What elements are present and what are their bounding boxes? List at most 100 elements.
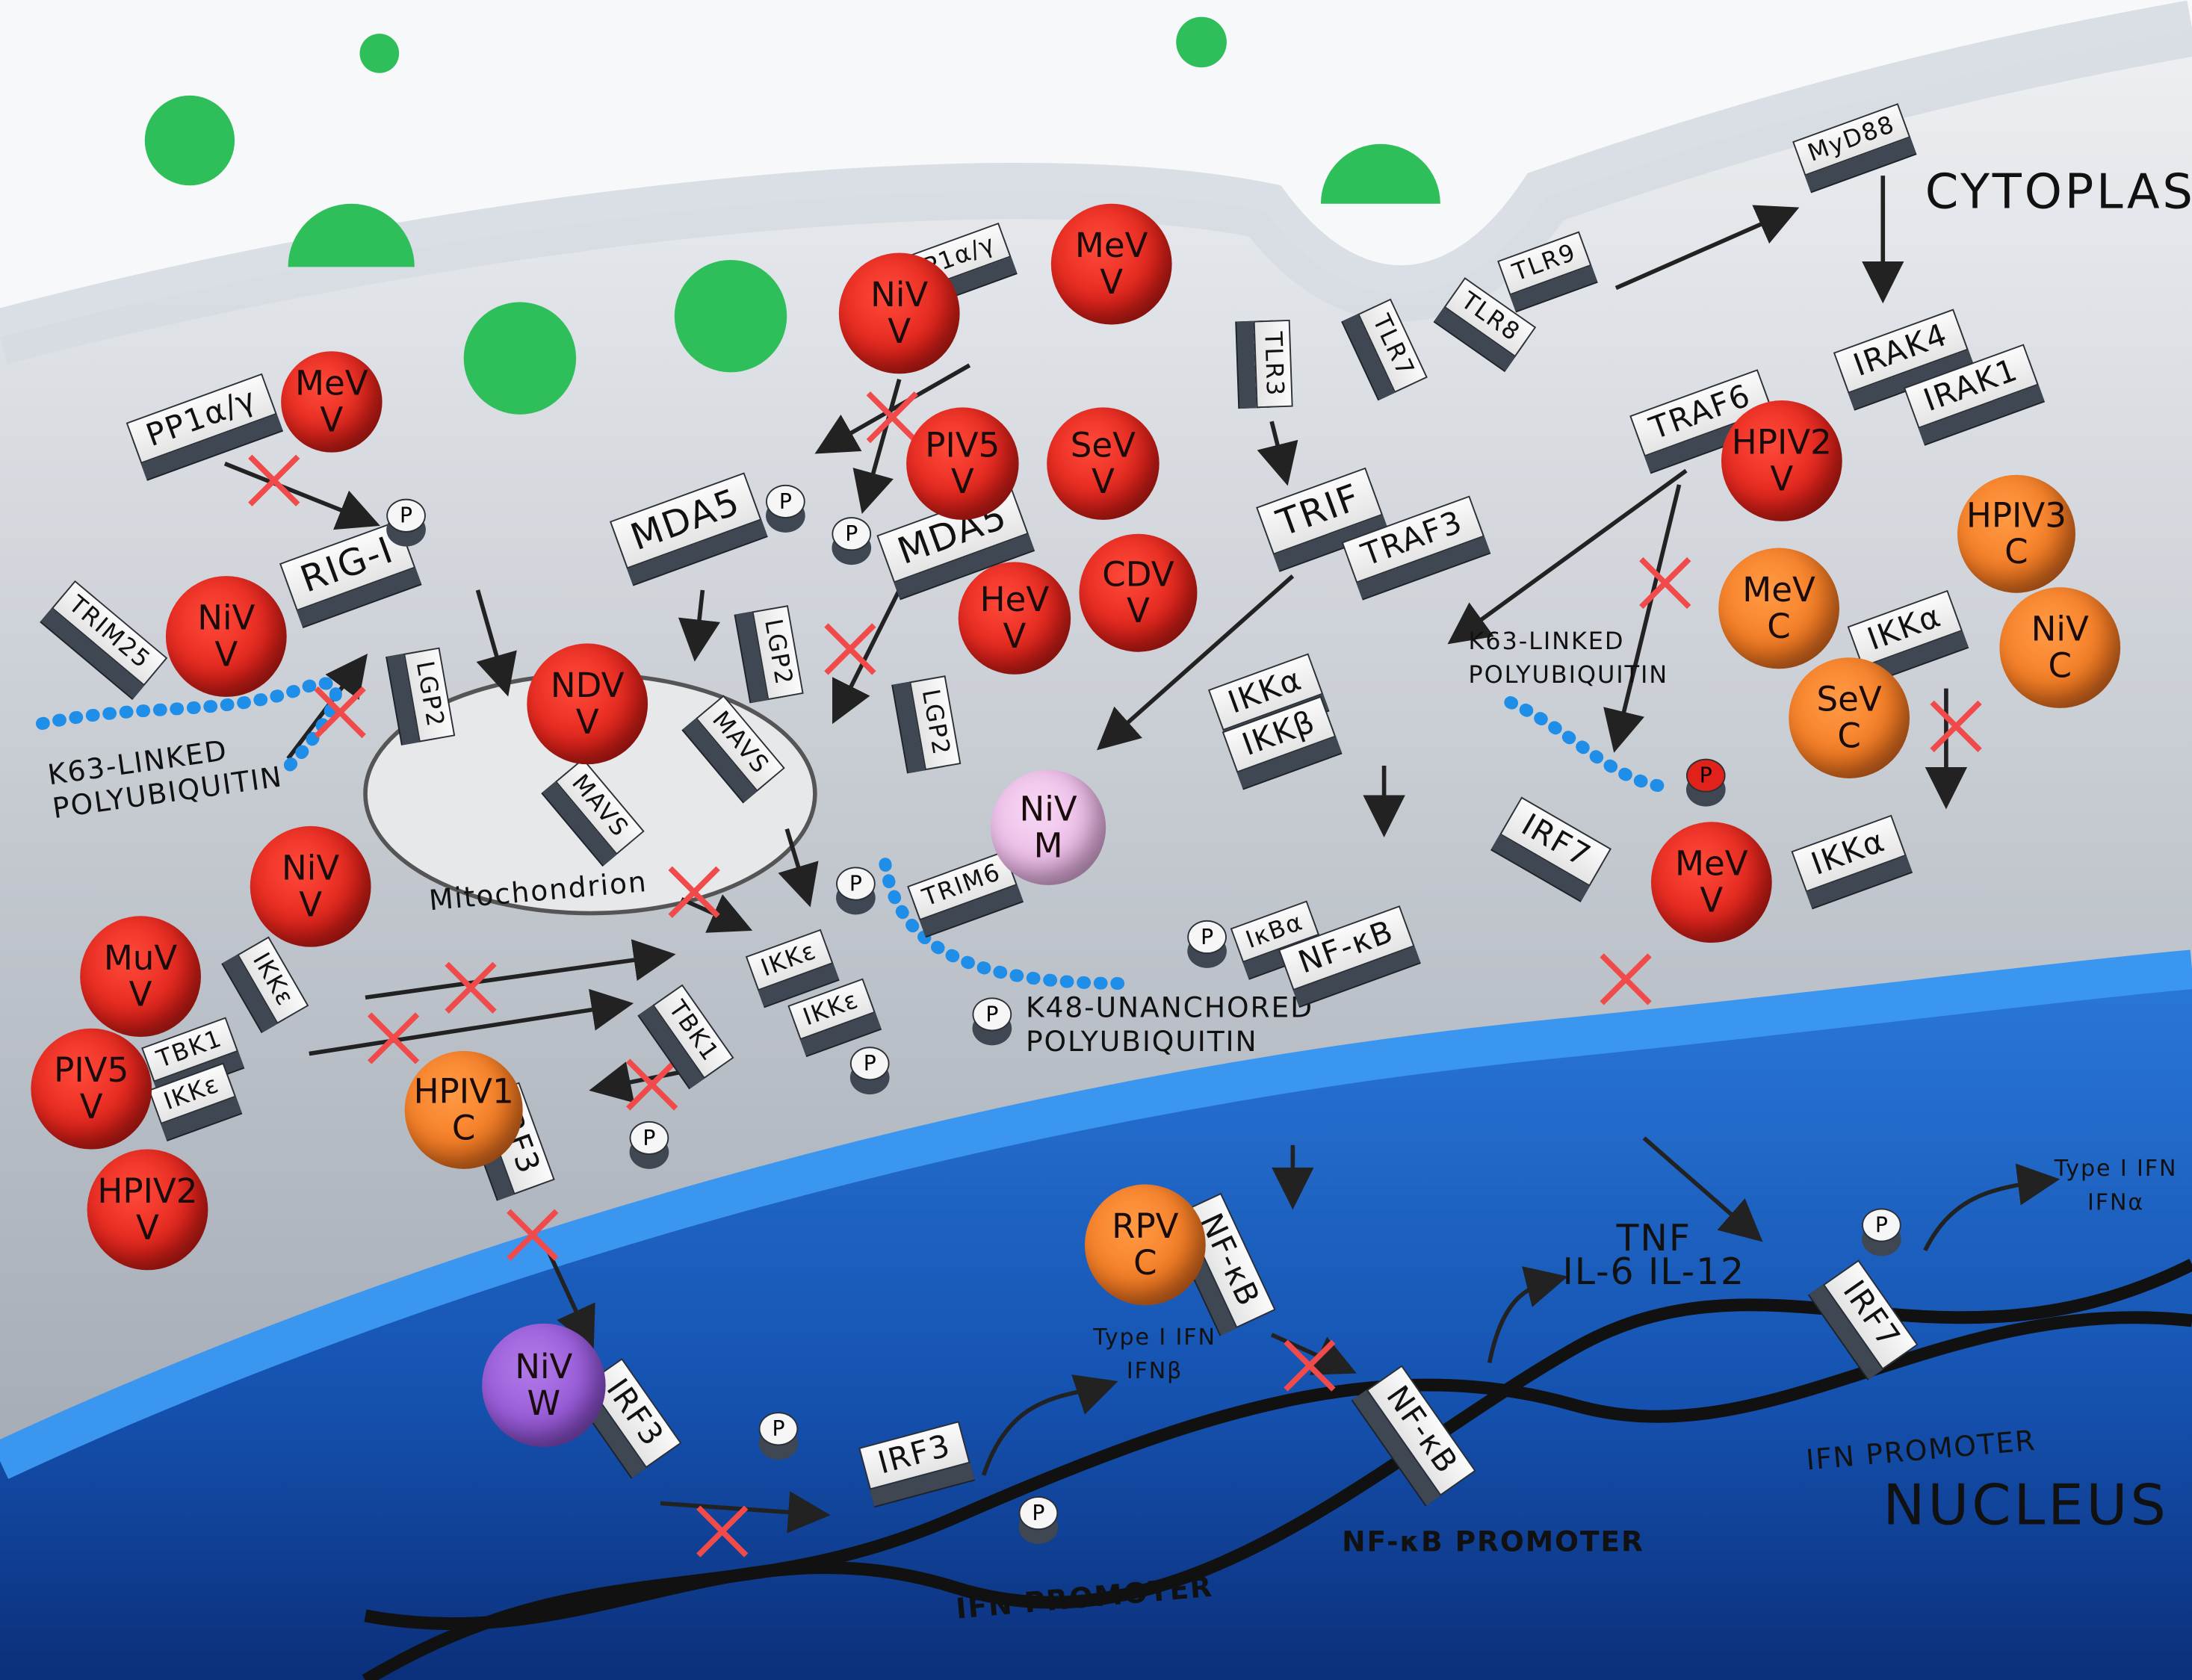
viral-protein-text: PIV5 [925,425,1000,465]
viral-protein-text: SeV [1070,425,1136,465]
viral-protein-text: MeV [1742,570,1815,610]
viral-protein-text: V [136,1208,159,1248]
inhibition-marks [248,391,1982,1557]
viral-protein-text: NiV [197,598,256,638]
viral-protein-text: M [1033,825,1063,866]
viral-protein-text: HPIV1 [413,1072,514,1112]
phospho-irf7-a: P [1685,758,1726,793]
viral-protein-text: C [451,1108,476,1148]
phospho-rigi: P [386,498,426,533]
phospho-trim6: P [836,867,876,901]
viral-protein-text: NiV [1019,790,1077,829]
ifn-beta-label: Type I IFN IFNβ [1093,1321,1216,1388]
viral-protein-text: PIV5 [54,1050,129,1091]
ubiquitin-chains [35,677,1679,991]
viral-protein-text: V [1100,262,1124,303]
viral-protein-text: NiV [870,275,929,315]
viral-protein-text: V [1126,591,1150,631]
ifn-beta-line2: IFNβ [1126,1357,1183,1384]
viral-protein-text: V [320,400,344,440]
nuclear-envelope [0,949,2192,1479]
viral-protein-text: V [299,884,323,925]
viral-protein-text: MeV [1675,844,1748,884]
viral-protein-text: HeV [979,580,1050,620]
viral-protein-text: C [1837,716,1861,756]
ifn-alpha-line2: IFNα [2087,1188,2145,1215]
viral-protein-text: HPIV2 [1731,423,1832,462]
viral-protein-text: RPV [1112,1206,1179,1247]
phospho-irf3-b: P [758,1412,799,1446]
viral-protein-text: C [1767,607,1791,647]
nucleus-label: NUCLEUS [1883,1473,2169,1539]
viral-protein-text: HPIV2 [97,1171,198,1212]
viral-protein-text: MuV [103,938,178,979]
k63-right-line1: K63-LINKED [1468,627,1625,657]
viral-protein-text: CDV [1102,554,1174,595]
viral-protein-text: V [575,702,599,743]
nucleus-region [0,969,2192,1680]
phospho-irf3-a: P [629,1120,669,1156]
pathogens [144,16,1440,415]
viral-protein-text: SeV [1816,680,1882,719]
viral-protein-text: V [888,311,911,352]
cytoplasm-label: CYTOPLASM [1925,164,2192,221]
phospho-tbk1: P [849,1047,890,1081]
viral-protein-text: HPIV3 [1966,495,2066,536]
ifn-beta-line1: Type I IFN [1093,1323,1216,1351]
k48-line2: POLYUBIQUITIN [1025,1024,1258,1058]
tnf-label: TNF [1616,1218,1691,1261]
ifn-alpha-line1: Type I IFN [2054,1155,2178,1182]
viral-protein-text: C [1133,1243,1157,1283]
nfkb-promoter-label: NF-κB PROMOTER [1342,1524,1644,1558]
viral-protein-text: NiV [282,849,340,888]
viral-protein-text: NDV [550,666,625,706]
phospho-ikba: P [1187,920,1227,955]
phospho-irf7-b: P [1862,1208,1901,1242]
plasma-membrane [0,0,2192,365]
viral-protein-text: MeV [295,364,368,403]
viral-protein-text: V [1770,459,1794,499]
ifn-alpha-label: Type I IFN IFNα [2055,1152,2178,1219]
viral-protein-text: V [129,975,152,1014]
k48-line1: K48-UNANCHORED [1025,990,1313,1025]
protein-tlr3: TLR3 [1253,319,1293,409]
phospho-mda5-b: P [832,517,872,551]
phospho-irf3-c: P [1018,1496,1059,1531]
viral-protein-text: V [79,1087,103,1127]
phospho-ikke: P [972,997,1012,1032]
viral-protein-text: V [1091,462,1115,502]
viral-protein-text: W [527,1383,561,1424]
viral-protein-text: V [1003,616,1027,657]
viral-protein-text: NiV [2031,610,2089,649]
phospho-mda5-a: P [766,484,805,519]
viral-protein-text: MeV [1074,226,1148,266]
viral-protein-text: V [214,635,238,675]
viral-protein-text: NiV [515,1347,573,1387]
viral-protein-text: C [2048,646,2072,686]
viral-protein-text: C [2004,532,2028,572]
viral-protein-text: V [950,462,974,502]
